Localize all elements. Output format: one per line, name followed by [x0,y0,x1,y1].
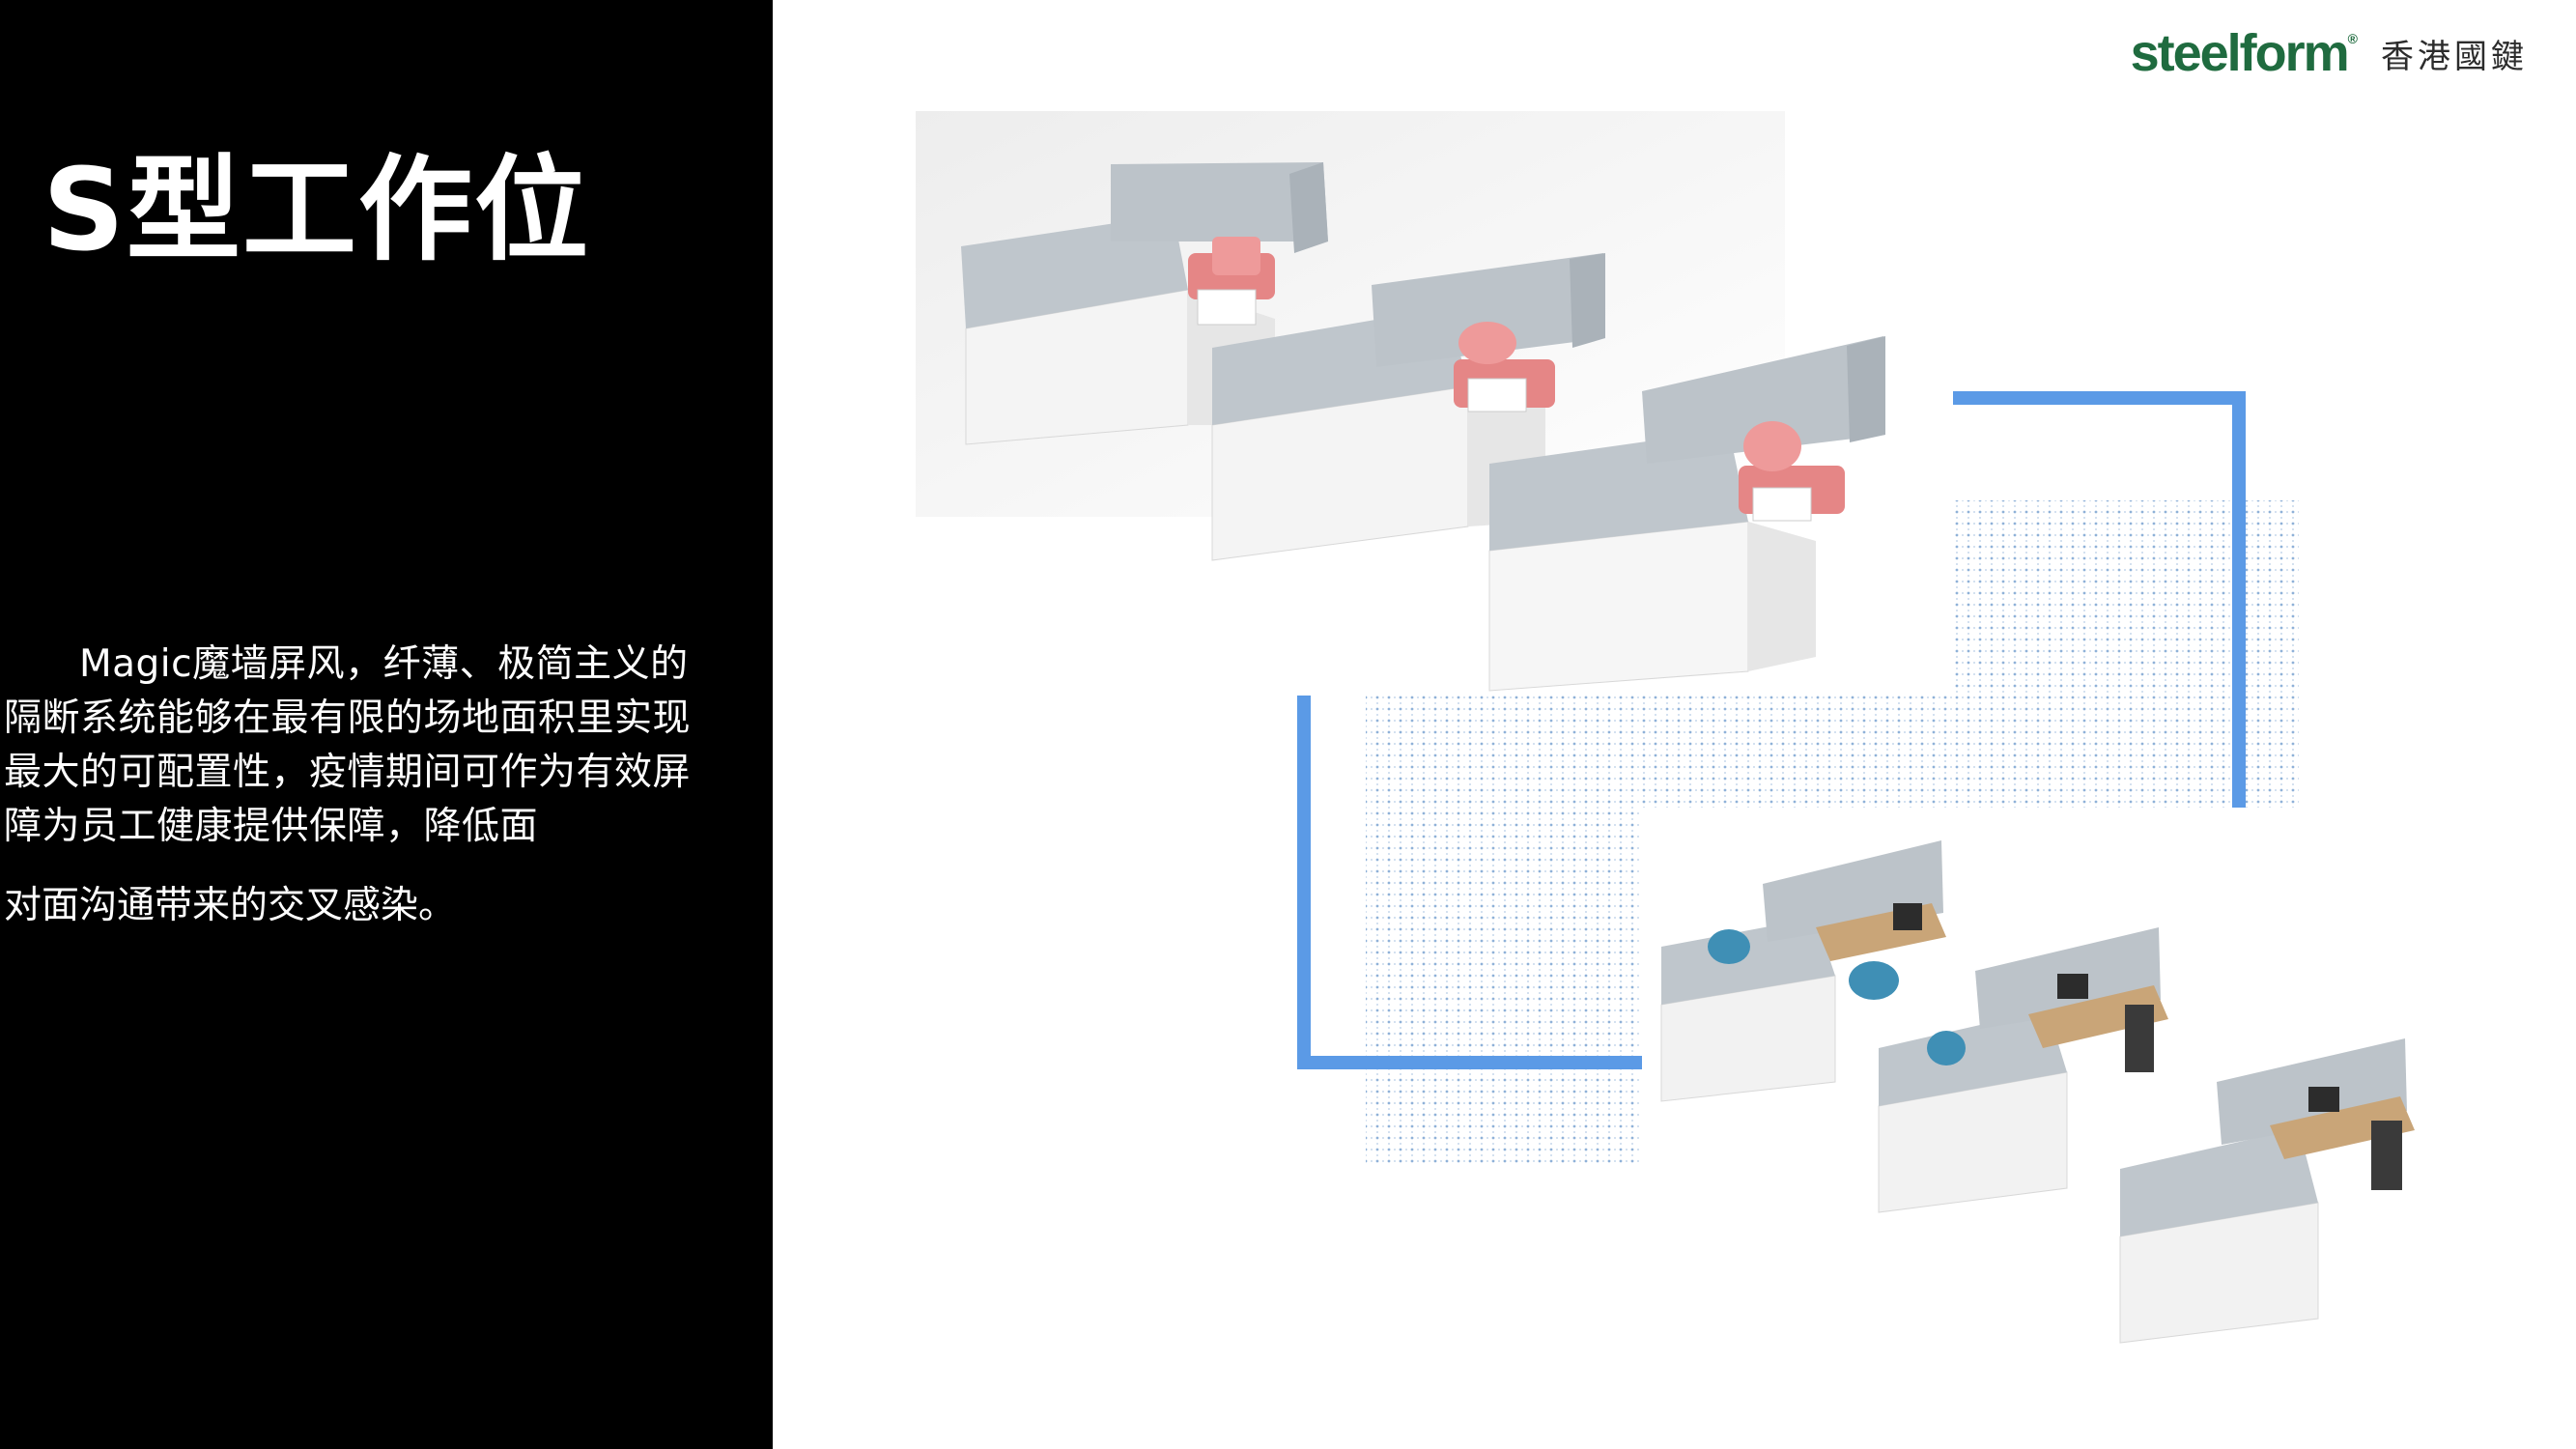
dot-grid-upper [1953,500,2299,808]
booth-unit-1 [961,162,1328,445]
brand-logo: steelform® 香港國鍵 [2131,19,2528,87]
description-paragraph: Magic魔墙屏风，纤薄、极简主义的隔断系统能够在最有限的场地面积里实现最大的可… [4,642,692,848]
product-illustration [916,111,2415,1344]
booth-unit-3 [1488,336,1885,692]
workstation-unit-1 [1660,840,1946,1102]
accent-line-top-right [1953,391,2246,808]
brand-wordmark: steelform® [2130,24,2358,82]
description-last-line: 对面沟通带来的交叉感染。 [4,884,457,927]
dot-grid-middle [1366,694,1953,808]
left-text-panel: S型工作位 Magic魔墙屏风，纤薄、极简主义的隔断系统能够在最有限的场地面积里… [0,0,773,1449]
dot-grid-lower [1366,808,1642,1163]
page-title: S型工作位 [42,143,590,276]
workstation-unit-3 [2119,1038,2415,1344]
brand-chinese-name: 香港國鍵 [2381,37,2528,76]
accent-line-bottom-left [1297,696,1642,1069]
booth-unit-2 [1211,253,1605,561]
workstation-unit-2 [1878,927,2168,1213]
